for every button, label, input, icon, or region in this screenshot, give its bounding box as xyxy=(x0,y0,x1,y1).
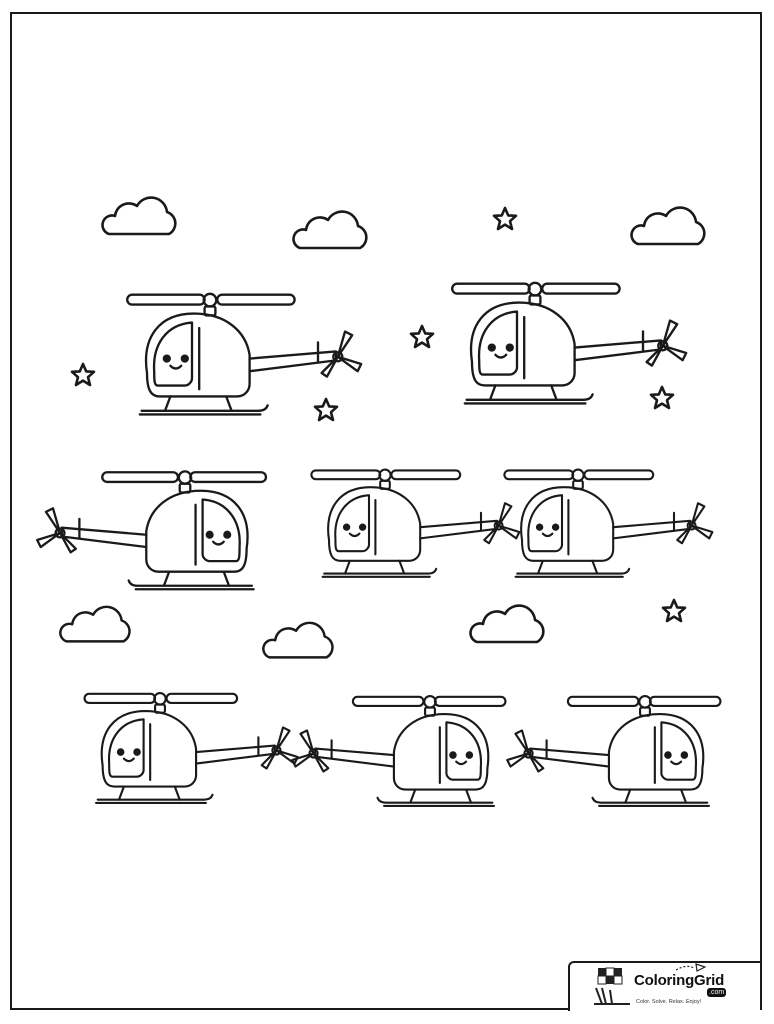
helicopter-5 xyxy=(503,468,714,578)
helicopter-8 xyxy=(506,694,722,807)
helicopter-6 xyxy=(83,691,299,804)
star-2 xyxy=(409,324,435,349)
star-4 xyxy=(313,397,339,422)
cloud-3 xyxy=(630,206,706,246)
star-6 xyxy=(661,598,687,623)
helicopter-1 xyxy=(126,292,363,416)
brand-domain: .com xyxy=(707,988,727,997)
grid-logo-icon xyxy=(594,967,630,1005)
coloring-page-frame xyxy=(10,12,762,1010)
helicopter-3 xyxy=(36,470,268,591)
brand-name: ColoringGrid xyxy=(634,972,725,989)
cloud-1 xyxy=(101,196,177,236)
cloud-4 xyxy=(59,605,131,643)
paper-plane-icon xyxy=(676,963,706,972)
star-1 xyxy=(492,206,518,231)
star-3 xyxy=(70,362,96,387)
helicopter-4 xyxy=(310,468,521,578)
cloud-2 xyxy=(292,210,368,250)
star-5 xyxy=(649,385,675,410)
cloud-6 xyxy=(469,604,545,644)
helicopter-2 xyxy=(451,281,688,405)
helicopter-7 xyxy=(291,694,507,807)
brand-tagline: Color. Solve. Relax. Enjoy! xyxy=(636,999,702,1005)
cloud-5 xyxy=(262,621,334,659)
